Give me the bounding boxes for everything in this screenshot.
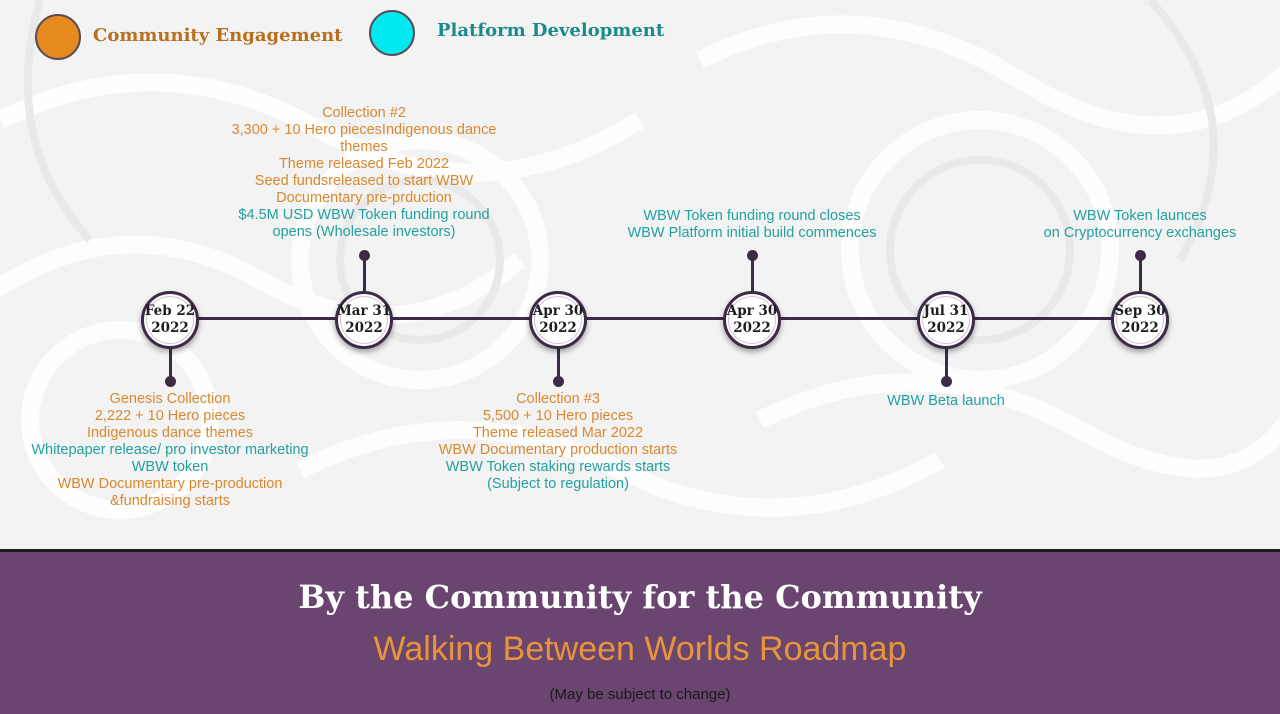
milestone-text-apr30-b: WBW Token funding round closes WBW Platf… (602, 208, 902, 242)
milestone-line: Seed fundsreleased to start WBW (254, 173, 474, 189)
legend-marker-platform (369, 10, 415, 56)
milestone-node-sep30: Sep 30 2022 (1111, 291, 1169, 349)
milestone-line: opens (Wholesale investors) (272, 224, 456, 240)
milestone-line: WBW token (131, 459, 209, 475)
milestone-date: Jul 31 (923, 303, 969, 319)
milestone-year: 2022 (733, 320, 771, 336)
milestone-line: $4.5M USD WBW Token funding round (238, 207, 490, 223)
milestone-line: on Cryptocurrency exchanges (1043, 225, 1237, 241)
footer-banner (0, 552, 1280, 714)
milestone-line: Genesis Collection (109, 391, 231, 407)
milestone-node-feb22: Feb 22 2022 (141, 291, 199, 349)
milestone-node-apr30-a: Apr 30 2022 (529, 291, 587, 349)
stem-dot-sep30 (1135, 250, 1146, 261)
stem-dot-feb22 (165, 376, 176, 387)
milestone-year: 2022 (1121, 320, 1159, 336)
milestone-line: 5,500 + 10 Hero pieces (482, 408, 634, 424)
milestone-date: Sep 30 (1114, 303, 1166, 319)
milestone-line: WBW Platform initial build commences (627, 225, 877, 241)
milestone-date: Mar 31 (336, 303, 392, 319)
stem-apr30-a (557, 318, 560, 381)
stem-jul31 (945, 318, 948, 381)
milestone-text-sep30: WBW Token launces on Cryptocurrency exch… (1020, 208, 1260, 242)
milestone-line: Collection #3 (516, 391, 600, 407)
milestone-text-mar31: Collection #2 3,300 + 10 Hero piecesIndi… (214, 105, 514, 241)
milestone-line: 2,222 + 10 Hero pieces (94, 408, 246, 424)
timeline-line (170, 317, 1142, 320)
milestone-line: Whitepaper release/ pro investor marketi… (31, 442, 309, 458)
stem-dot-apr30-b (747, 250, 758, 261)
stem-feb22 (169, 318, 172, 381)
milestone-line: Documentary pre-prduction (276, 190, 452, 206)
stem-dot-apr30-a (553, 376, 564, 387)
footer-subtitle: Walking Between Worlds Roadmap (373, 630, 907, 668)
stem-sep30 (1139, 256, 1142, 318)
milestone-year: 2022 (151, 320, 189, 336)
stem-apr30-b (751, 256, 754, 318)
milestone-line: (Subject to regulation) (487, 476, 629, 492)
milestone-line: WBW Documentary production starts (438, 442, 678, 458)
stem-dot-jul31 (941, 376, 952, 387)
milestone-line: Collection #2 (322, 105, 406, 121)
legend-label-community: Community Engagement (93, 25, 343, 46)
milestone-line: WBW Token staking rewards starts (445, 459, 671, 475)
milestone-line: Indigenous dance themes (86, 425, 254, 441)
footer-divider (0, 549, 1280, 553)
milestone-date: Feb 22 (144, 303, 196, 319)
legend-label-platform: Platform Development (437, 20, 665, 41)
milestone-text-jul31: WBW Beta launch (846, 393, 1046, 410)
milestone-line: WBW Token launces (1073, 208, 1207, 224)
milestone-node-mar31: Mar 31 2022 (335, 291, 393, 349)
milestone-line: WBW Token funding round closes (643, 208, 861, 224)
milestone-text-feb22: Genesis Collection 2,222 + 10 Hero piece… (20, 391, 320, 510)
milestone-line: WBW Beta launch (887, 393, 1005, 409)
milestone-line: Theme released Mar 2022 (472, 425, 644, 441)
milestone-date: Apr 30 (532, 303, 584, 319)
stem-dot-mar31 (359, 250, 370, 261)
stem-mar31 (363, 256, 366, 318)
legend-marker-community (35, 14, 81, 60)
milestone-year: 2022 (927, 320, 965, 336)
background-pattern (0, 15, 1280, 519)
milestone-text-apr30-a: Collection #3 5,500 + 10 Hero pieces The… (408, 391, 708, 493)
footer-title: By the Community for the Community (298, 578, 982, 616)
milestone-year: 2022 (345, 320, 383, 336)
milestone-date: Apr 30 (726, 303, 778, 319)
milestone-node-apr30-b: Apr 30 2022 (723, 291, 781, 349)
footer-note: (May be subject to change) (549, 686, 731, 703)
milestone-node-jul31: Jul 31 2022 (917, 291, 975, 349)
milestone-year: 2022 (539, 320, 577, 336)
milestone-line: themes (340, 139, 388, 155)
milestone-line: Theme released Feb 2022 (278, 156, 450, 172)
milestone-line: &fundraising starts (109, 493, 231, 509)
milestone-line: WBW Documentary pre-production (57, 476, 283, 492)
milestone-line: 3,300 + 10 Hero piecesIndigenous dance (231, 122, 497, 138)
